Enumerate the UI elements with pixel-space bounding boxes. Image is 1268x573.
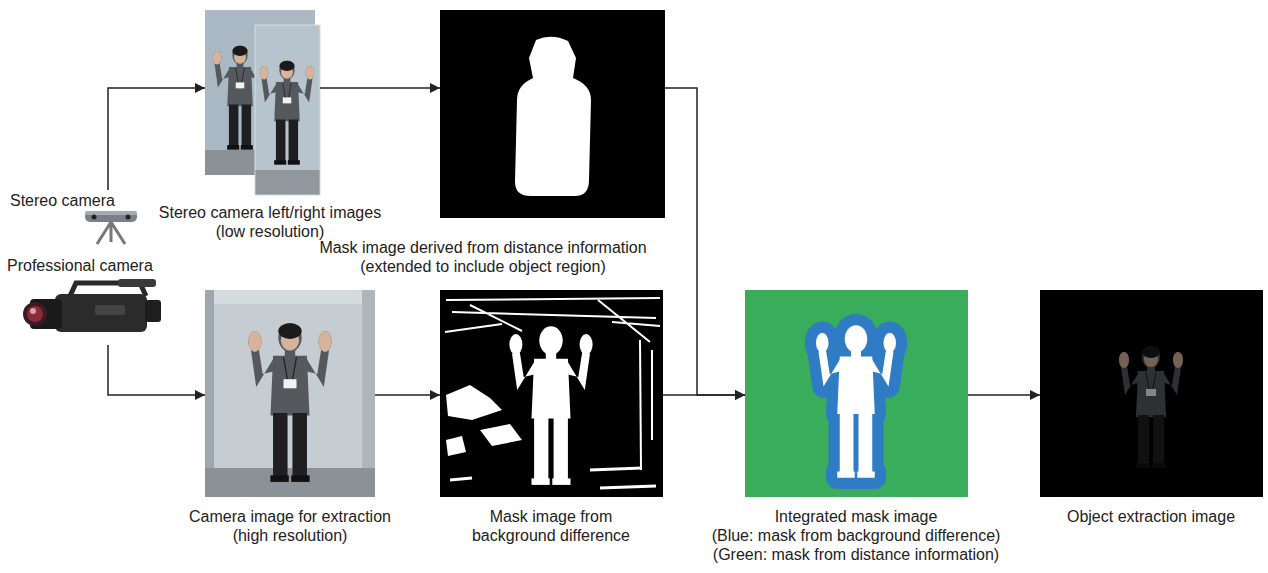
image-node: Mask image derived from distance informa… xyxy=(440,10,665,218)
camera-node: Professional camera xyxy=(5,255,165,345)
flow-arrow xyxy=(108,88,205,190)
flow-arrow xyxy=(968,394,1040,396)
camera-label: Stereo camera xyxy=(10,191,115,210)
stereo-photo-pair xyxy=(205,10,320,195)
image-caption: Integrated mask image(Blue: mask from ba… xyxy=(696,507,1016,564)
image-node: Mask image from background difference xyxy=(440,290,663,497)
caption-text: (Blue: mask from background difference) xyxy=(696,526,1016,545)
caption-text: Mask image derived from distance informa… xyxy=(303,238,663,276)
caption-text: Integrated mask image xyxy=(696,507,1016,526)
integrated-mask-image xyxy=(745,290,968,497)
camcorder-icon xyxy=(23,279,161,332)
caption-text: Mask image from background difference xyxy=(466,507,636,545)
flow-arrow xyxy=(320,87,440,89)
image-caption: Mask image from background difference xyxy=(466,507,636,545)
distance-mask-image xyxy=(440,10,665,218)
caption-text: Stereo camera xyxy=(10,191,115,210)
background-difference-mask xyxy=(440,290,663,497)
image-node: Camera image for extraction (high resolu… xyxy=(205,290,375,497)
image-caption: Mask image derived from distance informa… xyxy=(303,238,663,276)
image-node: Integrated mask image(Blue: mask from ba… xyxy=(745,290,968,497)
flow-arrow xyxy=(375,394,440,396)
image-caption: Camera image for extraction (high resolu… xyxy=(178,507,403,545)
image-caption: Stereo camera left/right images (low res… xyxy=(150,203,390,241)
stereo-camera-icon xyxy=(85,211,137,244)
image-node: Object extraction image xyxy=(1040,290,1263,497)
caption-text: Object extraction image xyxy=(1041,507,1261,526)
camera-label: Professional camera xyxy=(7,256,153,275)
caption-text: (Green: mask from distance information) xyxy=(696,545,1016,564)
camera-photo xyxy=(205,290,375,497)
flow-arrow xyxy=(108,345,205,395)
image-caption: Object extraction image xyxy=(1041,507,1261,526)
caption-text: Professional camera xyxy=(7,256,153,275)
flow-arrow xyxy=(663,394,745,396)
camera-node: Stereo camera xyxy=(8,190,140,247)
image-node: Stereo camera left/right images (low res… xyxy=(205,10,320,195)
caption-text: Stereo camera left/right images (low res… xyxy=(150,203,390,241)
caption-text: Camera image for extraction (high resolu… xyxy=(178,507,403,545)
extraction-result-image xyxy=(1040,290,1263,497)
flow-arrow xyxy=(665,88,745,395)
